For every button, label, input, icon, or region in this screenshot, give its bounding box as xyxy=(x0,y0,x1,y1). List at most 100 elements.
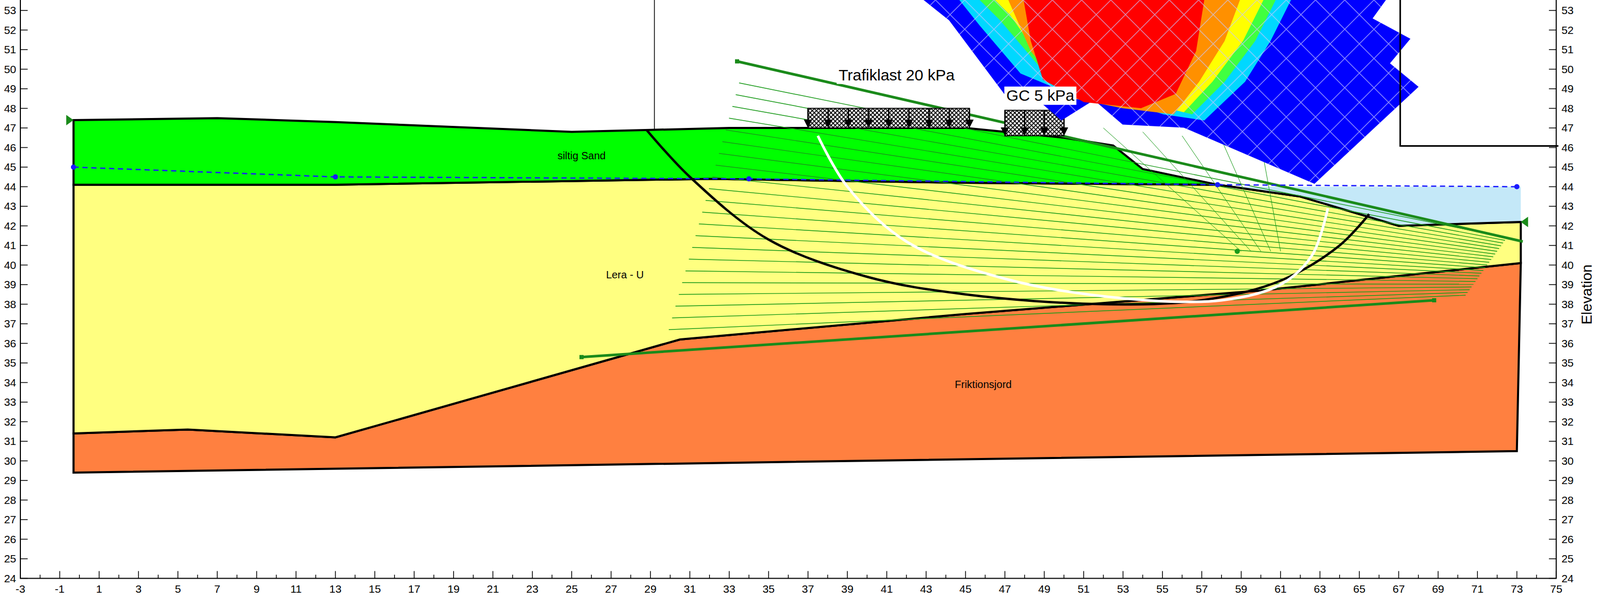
axis-tick-label: 43 xyxy=(919,582,932,595)
axis-tick-label: 67 xyxy=(1392,582,1405,595)
axis-tick-label: 49 xyxy=(4,82,17,96)
axis-title: Elevation xyxy=(1578,264,1596,325)
soil-label: Friktionsjord xyxy=(954,378,1012,391)
axis-tick-label: 57 xyxy=(1195,582,1208,595)
axis-tick-label: 52 xyxy=(4,23,17,37)
boundary-marker xyxy=(1520,216,1528,228)
axis-tick-label: 48 xyxy=(4,101,17,115)
axis-tick-label: 55 xyxy=(1156,582,1169,595)
axis-tick-label: 31 xyxy=(683,582,696,595)
axis-tick-label: 75 xyxy=(1549,582,1562,595)
axis-tick-label: 39 xyxy=(4,278,17,291)
axis-tick-label: 42 xyxy=(4,219,17,232)
axis-tick-label: 59 xyxy=(1235,582,1248,595)
axis-tick-label: 36 xyxy=(4,336,17,350)
axis-tick-label: 33 xyxy=(4,395,17,409)
axis-tick-label: 40 xyxy=(1561,258,1574,271)
axis-tick-label: 28 xyxy=(4,493,17,506)
axis-tick-label: 61 xyxy=(1274,582,1287,595)
axis-tick-label: 29 xyxy=(644,582,657,595)
axis-tick-label: 45 xyxy=(4,160,17,174)
axis-tick-label: 51 xyxy=(4,43,17,56)
axis-tick-label: -1 xyxy=(54,582,65,595)
axes xyxy=(20,0,1557,579)
axis-tick-label: 43 xyxy=(1561,199,1574,213)
axis-tick-label: 30 xyxy=(4,454,17,467)
axis-tick-label: 15 xyxy=(368,582,381,595)
axis-tick-label: 25 xyxy=(4,552,17,565)
axis-tick-label: 30 xyxy=(1561,454,1574,467)
axis-tick-label: 49 xyxy=(1561,82,1574,96)
axis-tick-label: 41 xyxy=(880,582,893,595)
axis-tick-label: 33 xyxy=(723,582,736,595)
axis-tick-label: 38 xyxy=(4,297,17,311)
axis-tick-label: 1 xyxy=(96,582,103,595)
axis-tick-label: 73 xyxy=(1510,582,1523,595)
axis-tick-label: 34 xyxy=(4,375,17,389)
axis-tick-label: 44 xyxy=(1561,180,1574,193)
axis-tick-label: 31 xyxy=(4,434,17,448)
axis-tick-label: 29 xyxy=(1561,473,1574,487)
axis-tick-label: 47 xyxy=(4,121,17,135)
axis-tick-label: 3 xyxy=(135,582,142,595)
axis-tick-label: 7 xyxy=(214,582,221,595)
axis-tick-label: 5 xyxy=(174,582,182,595)
axis-tick-label: 63 xyxy=(1313,582,1326,595)
axis-tick-label: 65 xyxy=(1353,582,1366,595)
axis-tick-label: 25 xyxy=(1561,552,1574,565)
traffic-load xyxy=(803,108,974,129)
axis-tick-label: 69 xyxy=(1431,582,1444,595)
axis-tick-label: 39 xyxy=(1561,278,1574,291)
axis-tick-label: 24 xyxy=(1561,571,1574,585)
axis-tick-label: 41 xyxy=(4,239,17,252)
axis-tick-label: 21 xyxy=(487,582,500,595)
axis-tick-label: 25 xyxy=(565,582,578,595)
axis-tick-label: 28 xyxy=(1561,493,1574,506)
axis-tick-label: 53 xyxy=(1561,4,1574,17)
axis-tick-label: 37 xyxy=(801,582,814,595)
load-label: GC 5 kPa xyxy=(1004,86,1077,105)
axis-tick-label: 37 xyxy=(4,317,17,330)
axis-tick-label: 40 xyxy=(4,258,17,271)
axis-tick-label: 29 xyxy=(4,473,17,487)
section-line xyxy=(654,0,656,130)
axis-tick-label: 50 xyxy=(1561,62,1574,76)
axis-tick-label: 49 xyxy=(1038,582,1051,595)
grid-point xyxy=(1234,248,1240,254)
boundary-marker xyxy=(66,114,74,126)
axis-tick-label: 11 xyxy=(290,582,302,595)
sand-layer xyxy=(73,117,1218,185)
axis-tick-label: 39 xyxy=(841,582,854,595)
axis-tick-label: 13 xyxy=(329,582,342,595)
axis-tick-label: 53 xyxy=(1117,582,1130,595)
axis-tick-label: 32 xyxy=(1561,415,1574,428)
soil-label: Lera - U xyxy=(606,268,644,281)
axis-tick-label: 42 xyxy=(1561,219,1574,232)
axis-tick-label: 24 xyxy=(4,571,17,585)
load-label: Trafiklast 20 kPa xyxy=(836,66,957,85)
axis-tick-label: 46 xyxy=(4,140,17,154)
axis-tick-label: 35 xyxy=(4,356,17,370)
axis-tick-label: 27 xyxy=(1561,513,1574,526)
axis-tick-label: 9 xyxy=(253,582,260,595)
axis-tick-label: 41 xyxy=(1561,239,1574,252)
axis-tick-label: 35 xyxy=(762,582,775,595)
axis-tick-label: 38 xyxy=(1561,297,1574,311)
clay-layer xyxy=(73,179,1521,438)
axis-tick-label: 19 xyxy=(447,582,460,595)
axis-tick-label: 33 xyxy=(1561,395,1574,409)
axis-tick-label: 71 xyxy=(1471,582,1484,595)
axis-tick-label: 26 xyxy=(1561,532,1574,545)
axis-tick-label: 23 xyxy=(526,582,539,595)
axis-tick-label: 48 xyxy=(1561,101,1574,115)
axis-tick-label: 37 xyxy=(1561,317,1574,330)
axis-tick-label: 51 xyxy=(1077,582,1090,595)
axis-tick-label: 43 xyxy=(4,199,17,213)
axis-tick-label: 35 xyxy=(1561,356,1574,370)
soil-label: siltig Sand xyxy=(557,149,606,162)
axis-tick-label: 47 xyxy=(1561,121,1574,135)
axis-tick-label: 45 xyxy=(959,582,972,595)
axis-tick-label: 53 xyxy=(4,4,17,17)
axis-tick-label: 26 xyxy=(4,532,17,545)
axis-tick-label: 36 xyxy=(1561,336,1574,350)
